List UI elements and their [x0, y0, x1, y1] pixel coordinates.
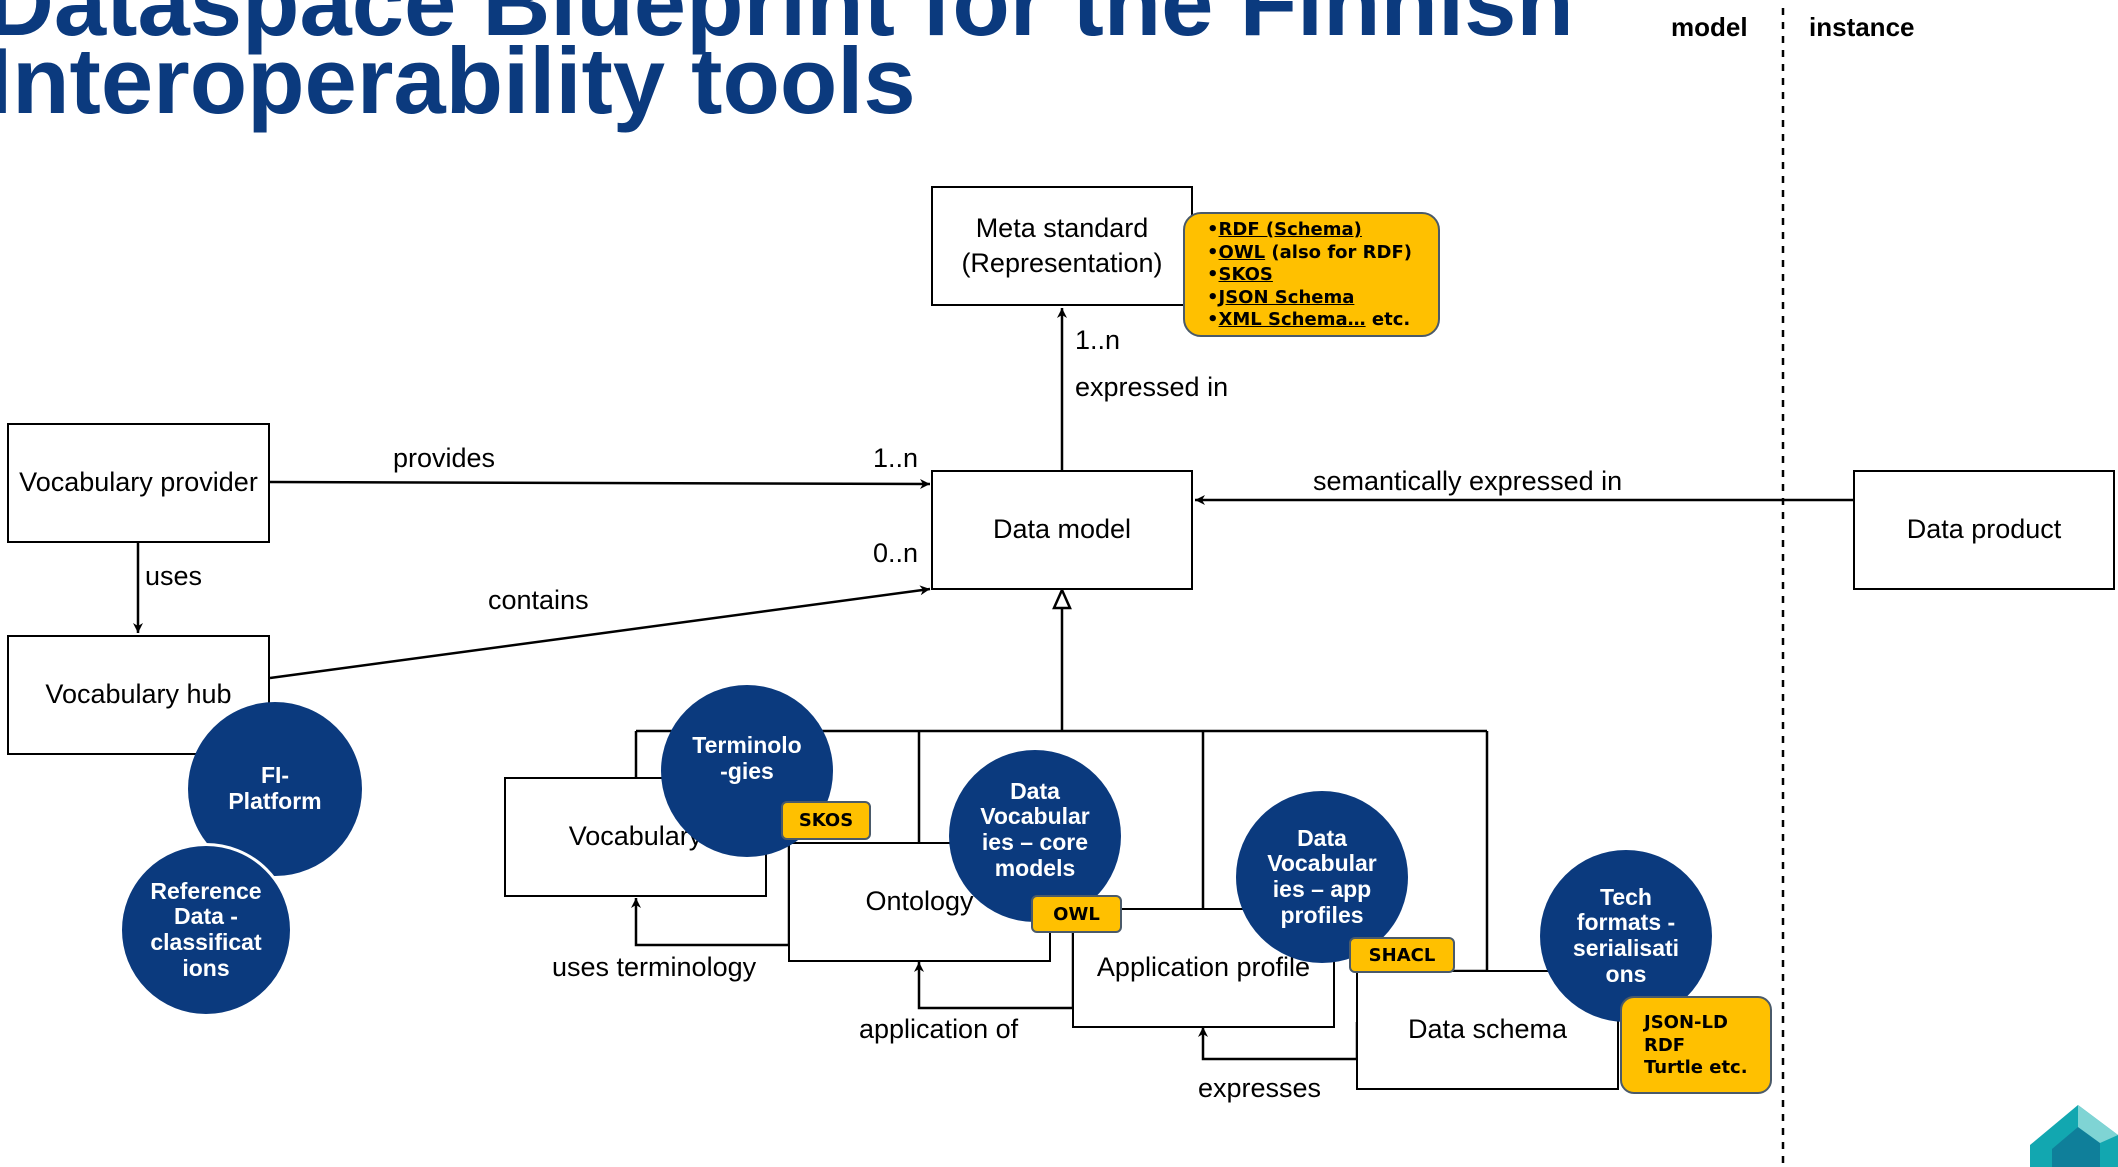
- meta-standards-callout: •RDF (Schema) •OWL (also for RDF) •SKOS …: [1183, 212, 1440, 337]
- instance-column-header: instance: [1809, 12, 1915, 42]
- callout-item-json-schema: •JSON Schema: [1207, 286, 1355, 308]
- xml-note: etc.: [1365, 309, 1411, 330]
- format-json-ld: JSON-LD: [1644, 1012, 1728, 1033]
- reference-data-circle: Reference Data - classificat ions: [119, 843, 293, 1017]
- owl-tag: OWL: [1031, 895, 1122, 933]
- label-uses-terminology: uses terminology: [552, 952, 757, 982]
- edge-contains: [269, 585, 931, 680]
- format-turtle: Turtle etc.: [1644, 1057, 1748, 1078]
- label-semantically-expressed-in: semantically expressed in: [1313, 466, 1623, 496]
- json-schema-link[interactable]: JSON Schema: [1218, 286, 1355, 308]
- owl-link[interactable]: OWL: [1218, 241, 1266, 263]
- format-rdf: RDF: [1644, 1034, 1686, 1056]
- callout-item-skos: •SKOS: [1207, 264, 1273, 285]
- callout-item-xml-schema: •XML Schema… etc.: [1207, 309, 1411, 330]
- label-0-n: 0..n: [873, 538, 919, 568]
- meta-standard-box: Meta standard (Representation): [931, 186, 1193, 306]
- data-model-box: Data model: [931, 470, 1193, 590]
- rdf-schema-link[interactable]: RDF (Schema): [1218, 219, 1362, 240]
- vocabulary-provider-box: Vocabulary provider: [7, 423, 270, 543]
- data-product-box: Data product: [1853, 470, 2115, 590]
- label-1-n-meta: 1..n: [1075, 325, 1121, 355]
- skos-link[interactable]: SKOS: [1218, 264, 1273, 285]
- label-1-n-provider: 1..n: [873, 443, 919, 473]
- shacl-tag: SHACL: [1349, 937, 1455, 973]
- page-title-line-2: Interoperability tools: [0, 28, 916, 133]
- data-vocabularies-app-circle: Data Vocabular ies – app profiles: [1236, 791, 1408, 963]
- tech-formats-circle: Tech formats - serialisati ons: [1540, 850, 1712, 1022]
- label-provides: provides: [393, 443, 496, 473]
- label-expressed-in: expressed in: [1075, 372, 1229, 402]
- owl-note: (also for RDF): [1265, 241, 1412, 263]
- label-application-of: application of: [859, 1014, 1019, 1044]
- callout-item-owl: •OWL (also for RDF): [1207, 241, 1412, 263]
- xml-schema-link[interactable]: XML Schema…: [1218, 309, 1366, 330]
- label-expresses: expresses: [1198, 1073, 1322, 1103]
- data-vocabularies-core-circle: Data Vocabular ies – core models: [949, 750, 1121, 922]
- callout-item-rdf: •RDF (Schema): [1207, 219, 1362, 240]
- formats-callout: JSON-LD RDF Turtle etc.: [1620, 996, 1772, 1094]
- model-column-header: model: [1671, 12, 1748, 42]
- logo-icon: [2030, 1105, 2118, 1167]
- edge-provides: [269, 478, 931, 489]
- skos-tag: SKOS: [781, 801, 871, 840]
- edge-expresses: [1198, 1027, 1357, 1061]
- page-title-line-1: Dataspace Blueprint for the Finnish: [0, 0, 1574, 55]
- label-contains: contains: [488, 585, 589, 615]
- label-uses: uses: [145, 561, 203, 591]
